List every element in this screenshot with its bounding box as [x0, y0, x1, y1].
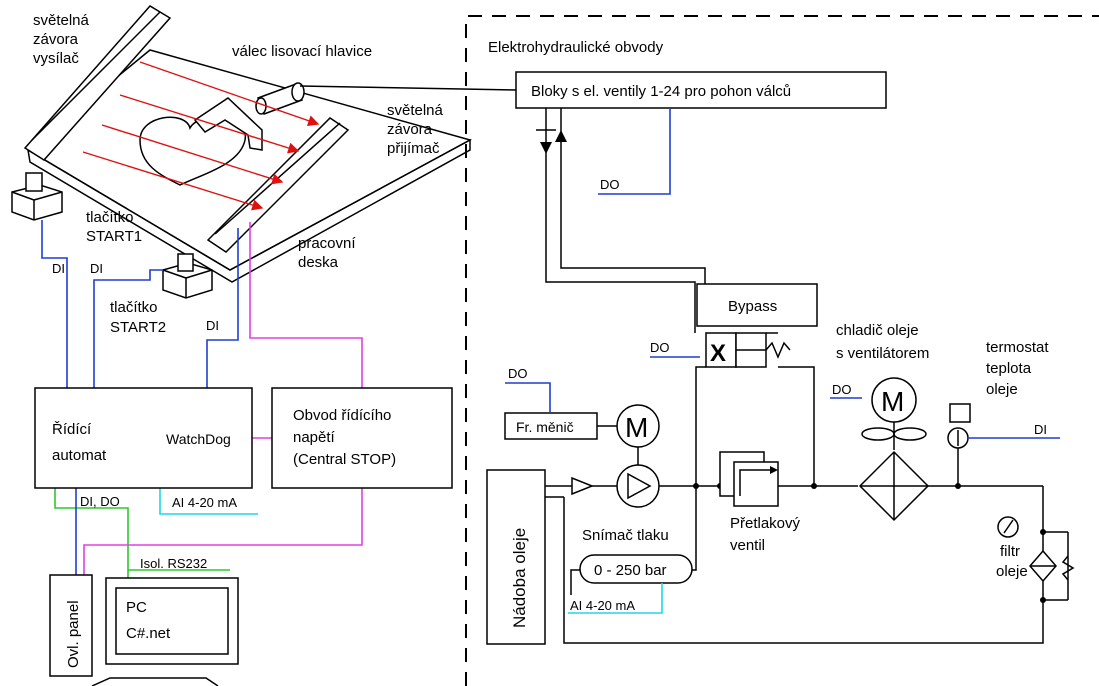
relief-valve-label-2: ventil	[730, 537, 765, 554]
receiver-bar	[206, 117, 350, 253]
pressure-sensor-label: Snímač tlaku	[582, 527, 669, 544]
transmitter-label-3: vysílač	[33, 50, 79, 67]
tank-label: Nádoba oleje	[510, 528, 529, 628]
filter-label-2: oleje	[996, 563, 1028, 580]
bypass-label: Bypass	[728, 298, 777, 315]
start2-label-1: tlačítko	[110, 299, 158, 316]
power-label-2: napětí	[293, 429, 336, 446]
cooler-label-1: chladič oleje	[836, 322, 919, 339]
oil-tank-box: Nádoba oleje	[486, 469, 546, 645]
do-label-bypass: DO	[650, 340, 670, 355]
pressure-range-box: 0 - 250 bar	[579, 554, 693, 584]
pump-icon	[571, 464, 660, 508]
desk-label-1: pracovní	[298, 235, 356, 252]
relief-valve-icon	[719, 451, 779, 507]
transmitter-bar	[23, 5, 172, 161]
pc-label-2: C#.net	[126, 625, 171, 642]
cooler-label-2: s ventilátorem	[836, 345, 929, 362]
analog-wire-pressure	[568, 583, 663, 614]
receiver-label-3: přijímač	[387, 140, 440, 157]
light-beams	[82, 61, 320, 211]
thermostat-label-3: oleje	[986, 381, 1018, 398]
start1-label-2: START1	[86, 228, 142, 245]
do-label-cooler: DO	[832, 382, 852, 397]
svg-text:M: M	[625, 412, 648, 443]
receiver-label-2: závora	[387, 121, 433, 138]
controller-label-2: automat	[52, 447, 107, 464]
filter-icon	[997, 516, 1075, 583]
hydraulics-title: Elektrohydraulické obvody	[488, 39, 664, 56]
valve-x-symbol: X	[710, 340, 726, 367]
controller-box: Řídící automat WatchDog	[34, 387, 253, 489]
freq-changer-box: Fr. měnič	[504, 412, 598, 440]
cylinder-label: válec lisovací hlavice	[232, 43, 372, 60]
transmitter-label-1: světelná	[33, 12, 90, 29]
di-label-start1: DI	[52, 261, 65, 276]
hydraulic-lines	[299, 85, 1069, 644]
start2-label-2: START2	[110, 319, 166, 336]
start2-button-icon	[162, 253, 213, 299]
control-panel-box: Ovl. panel	[49, 574, 93, 677]
thermostat-label-1: termostat	[986, 339, 1049, 356]
press-mould	[193, 97, 263, 151]
di-label-receiver: DI	[206, 318, 219, 333]
do-label-valves: DO	[600, 177, 620, 192]
do-wire-valves	[598, 108, 671, 195]
controller-label-1: Řídící	[52, 421, 92, 438]
left-wiring	[41, 220, 363, 578]
thermostat-icon	[947, 403, 971, 486]
do-label-freq: DO	[508, 366, 528, 381]
hydraulics-boundary	[465, 15, 1099, 686]
rs232-label: Isol. RS232	[140, 556, 207, 571]
di-do-label: DI, DO	[80, 494, 120, 509]
svg-text:M: M	[881, 386, 904, 417]
press-drawing	[11, 5, 472, 299]
pc-monitor: PC C#.net	[91, 577, 239, 686]
di-label-start2: DI	[90, 261, 103, 276]
cooler-motor-icon: M	[858, 377, 930, 522]
desk-label-2: deska	[298, 254, 339, 271]
thermostat-label-2: teplota	[986, 360, 1032, 377]
receiver-label-1: světelná	[387, 102, 444, 119]
analog-label-pressure: AI 4-20 mA	[570, 598, 635, 613]
watchdog-label: WatchDog	[166, 431, 231, 447]
freq-changer-label: Fr. měnič	[516, 419, 574, 435]
pump-motor-icon: M	[616, 404, 660, 465]
start1-button-icon	[11, 172, 63, 221]
start1-label-1: tlačítko	[86, 209, 134, 226]
bypass-box: Bypass X	[696, 283, 818, 368]
power-label-1: Obvod řídícího	[293, 407, 391, 424]
pc-label-1: PC	[126, 599, 147, 616]
power-circuit-box: Obvod řídícího napětí (Central STOP)	[271, 387, 453, 489]
do-wire-freq	[505, 382, 551, 413]
power-label-3: (Central STOP)	[293, 451, 396, 468]
transmitter-label-2: závora	[33, 31, 79, 48]
relief-valve-label-1: Přetlakový	[730, 515, 801, 532]
valve-blocks-box: Bloky s el. ventily 1-24 pro pohon válců	[515, 71, 887, 109]
filter-label-1: filtr	[1000, 543, 1020, 560]
analog-label-controller: AI 4-20 mA	[172, 495, 237, 510]
panel-label: Ovl. panel	[65, 600, 82, 668]
left-signal-labels: DI DI DI DI, DO AI 4-20 mA Isol. RS232	[52, 261, 237, 571]
di-label-thermostat: DI	[1034, 422, 1047, 437]
pressure-range-label: 0 - 250 bar	[594, 562, 667, 579]
press-labels: světelná závora vysílač válec lisovací h…	[33, 12, 444, 336]
valve-blocks-label: Bloky s el. ventily 1-24 pro pohon válců	[531, 83, 791, 100]
